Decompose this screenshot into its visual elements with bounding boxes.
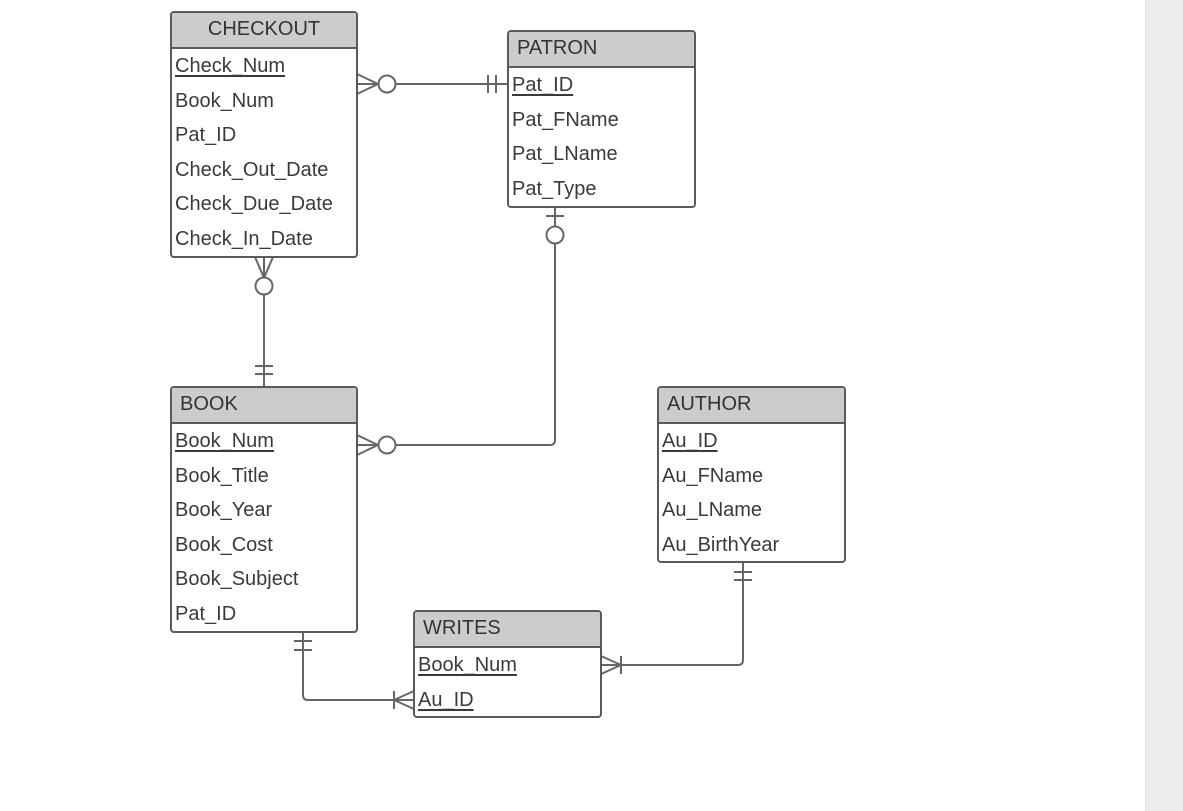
entity-patron[interactable]: PATRON Pat_ID Pat_FName Pat_LName Pat_Ty… xyxy=(507,30,696,208)
attribute[interactable]: Pat_FName xyxy=(512,108,619,131)
attribute-primary-key[interactable]: Au_ID xyxy=(418,688,474,711)
attribute[interactable]: Pat_ID xyxy=(175,602,237,625)
relationship-writes-author[interactable] xyxy=(600,562,752,675)
entity-header: AUTHOR xyxy=(659,388,844,424)
attribute[interactable]: Check_Due_Date xyxy=(175,193,333,216)
attribute[interactable]: Au_LName xyxy=(662,499,763,522)
entity-checkout[interactable]: CHECKOUT Check_Num Book_Num Pat_ID Check… xyxy=(170,11,358,258)
relationship-book-patron[interactable] xyxy=(356,207,565,456)
attribute[interactable]: Pat_Type xyxy=(512,177,597,200)
relationship-book-writes[interactable] xyxy=(294,632,415,710)
diagram-canvas[interactable]: CHECKOUT Check_Num Book_Num Pat_ID Check… xyxy=(0,0,1145,811)
entity-writes[interactable]: WRITES Book_Num Au_ID xyxy=(413,610,602,718)
attribute-list: Check_Num Book_Num Pat_ID Check_Out_Date… xyxy=(172,49,356,256)
side-panel xyxy=(1145,0,1183,811)
entity-header: CHECKOUT xyxy=(172,13,356,49)
attribute[interactable]: Book_Cost xyxy=(175,533,273,556)
attribute-list: Book_Num Au_ID xyxy=(415,648,600,716)
attribute[interactable]: Pat_ID xyxy=(175,124,237,147)
entity-book[interactable]: BOOK Book_Num Book_Title Book_Year Book_… xyxy=(170,386,358,633)
attribute[interactable]: Au_FName xyxy=(662,464,764,487)
entity-header: WRITES xyxy=(415,612,600,648)
attribute[interactable]: Check_In_Date xyxy=(175,227,313,250)
attribute-list: Book_Num Book_Title Book_Year Book_Cost … xyxy=(172,424,356,631)
relationship-checkout-book[interactable] xyxy=(254,256,274,387)
attribute-primary-key[interactable]: Book_Num xyxy=(418,654,517,676)
attribute[interactable]: Book_Num xyxy=(175,89,274,112)
attribute-list: Pat_ID Pat_FName Pat_LName Pat_Type xyxy=(509,68,694,206)
attribute[interactable]: Au_BirthYear xyxy=(662,533,780,556)
attribute-primary-key[interactable]: Au_ID xyxy=(662,430,718,452)
attribute[interactable]: Book_Year xyxy=(175,499,273,522)
relationship-connectors xyxy=(254,73,752,710)
attribute[interactable]: Book_Subject xyxy=(175,568,299,591)
attribute-primary-key[interactable]: Check_Num xyxy=(175,55,286,77)
attribute[interactable]: Pat_LName xyxy=(512,143,618,166)
attribute-primary-key[interactable]: Book_Num xyxy=(175,430,274,452)
attribute-list: Au_ID Au_FName Au_LName Au_BirthYear xyxy=(659,424,844,561)
attribute[interactable]: Check_Out_Date xyxy=(175,158,329,181)
attribute[interactable]: Book_Title xyxy=(175,464,269,487)
relationship-checkout-patron[interactable] xyxy=(356,73,508,95)
entity-header: PATRON xyxy=(509,32,694,68)
attribute-primary-key[interactable]: Pat_ID xyxy=(512,74,574,96)
entity-header: BOOK xyxy=(172,388,356,424)
entity-author[interactable]: AUTHOR Au_ID Au_FName Au_LName Au_BirthY… xyxy=(657,386,846,563)
